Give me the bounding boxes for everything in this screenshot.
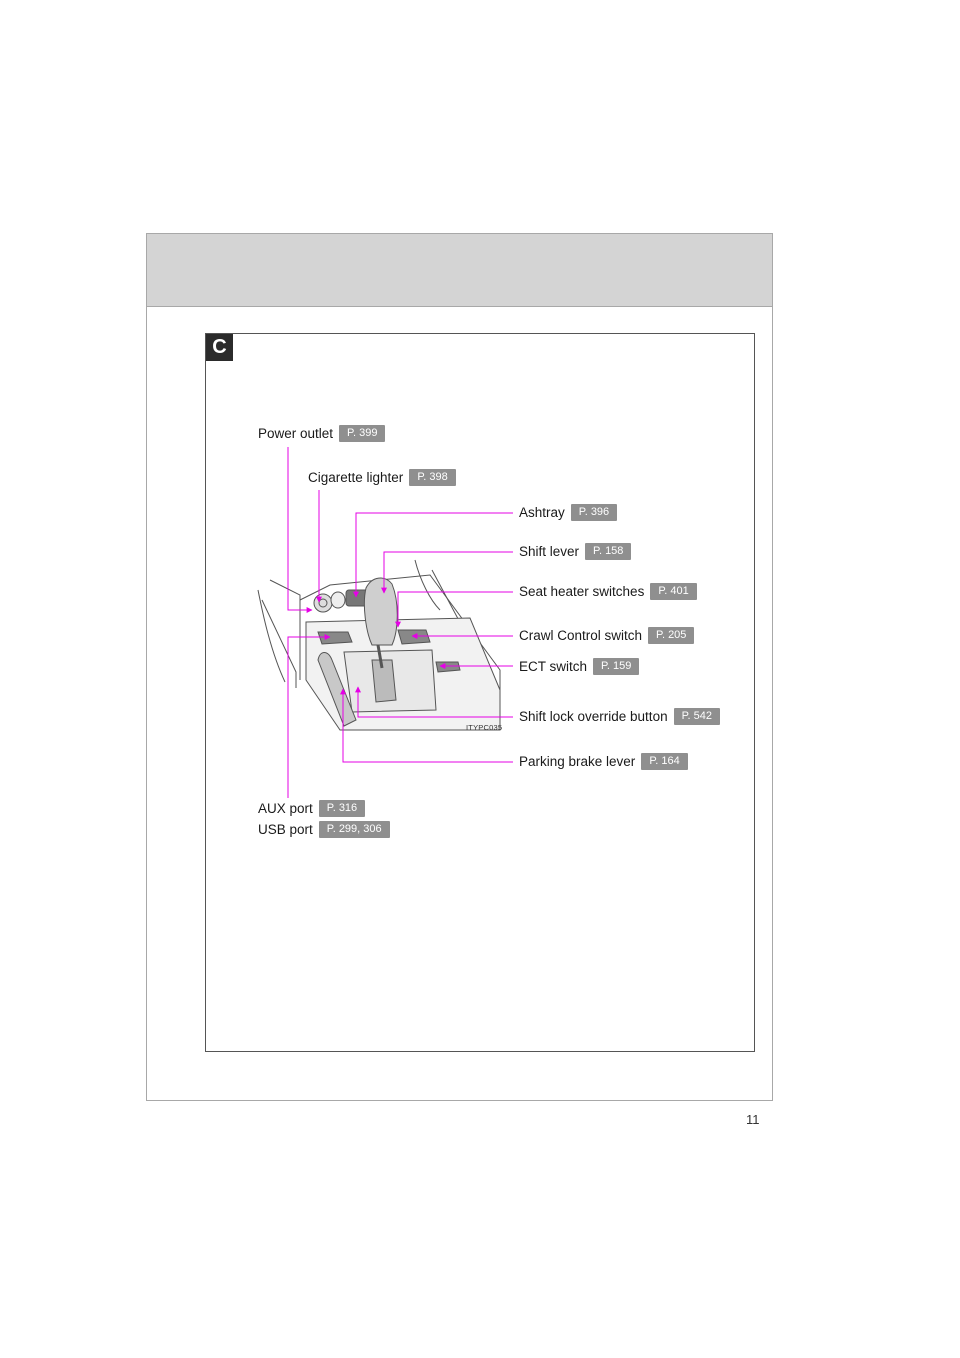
page-number: 11 bbox=[746, 1112, 760, 1127]
page-ref-badge[interactable]: P. 299, 306 bbox=[318, 821, 390, 838]
callout-label: Cigarette lighter bbox=[308, 470, 404, 485]
callout-shift-lock: Shift lock override button P. 542 bbox=[519, 708, 720, 725]
page-ref-badge[interactable]: P. 399 bbox=[339, 425, 386, 442]
page-ref-badge[interactable]: P. 159 bbox=[593, 658, 640, 675]
section-tag: C bbox=[206, 334, 233, 361]
callout-label: Power outlet bbox=[258, 426, 334, 441]
callout-power-outlet: Power outlet P. 399 bbox=[258, 425, 386, 442]
page-ref-badge[interactable]: P. 158 bbox=[585, 543, 632, 560]
callout-label: Shift lever bbox=[519, 544, 580, 559]
page-ref-badge[interactable]: P. 316 bbox=[318, 800, 366, 817]
callout-usb-port: USB port P. 299, 306 bbox=[258, 821, 390, 838]
page-ref-badge[interactable]: P. 164 bbox=[641, 753, 688, 770]
callout-ect-switch: ECT switch P. 159 bbox=[519, 658, 640, 675]
page-ref-badge[interactable]: P. 398 bbox=[409, 469, 456, 486]
callout-label: Shift lock override button bbox=[519, 709, 668, 724]
callout-cigarette-lighter: Cigarette lighter P. 398 bbox=[308, 469, 456, 486]
callout-label: Ashtray bbox=[519, 505, 565, 520]
callout-label: ECT switch bbox=[519, 659, 588, 674]
callout-label: USB port bbox=[258, 822, 313, 837]
callout-aux-port: AUX port P. 316 bbox=[258, 800, 366, 817]
page-ref-badge[interactable]: P. 396 bbox=[570, 504, 618, 521]
callout-label: Parking brake lever bbox=[519, 754, 636, 769]
header-band bbox=[147, 234, 772, 307]
photo-code: ITYPC035 bbox=[466, 723, 503, 732]
page-ref-badge[interactable]: P. 205 bbox=[648, 627, 695, 644]
callout-label: AUX port bbox=[258, 801, 313, 816]
callout-label: Crawl Control switch bbox=[519, 628, 643, 643]
callout-shift-lever: Shift lever P. 158 bbox=[519, 543, 632, 560]
callout-parking-brake: Parking brake lever P. 164 bbox=[519, 753, 688, 770]
page-ref-badge[interactable]: P. 542 bbox=[673, 708, 720, 725]
callout-seat-heater: Seat heater switches P. 401 bbox=[519, 583, 697, 600]
callout-crawl-control: Crawl Control switch P. 205 bbox=[519, 627, 695, 644]
callout-ashtray: Ashtray P. 396 bbox=[519, 504, 618, 521]
page-ref-badge[interactable]: P. 401 bbox=[650, 583, 697, 600]
callout-label: Seat heater switches bbox=[519, 584, 645, 599]
